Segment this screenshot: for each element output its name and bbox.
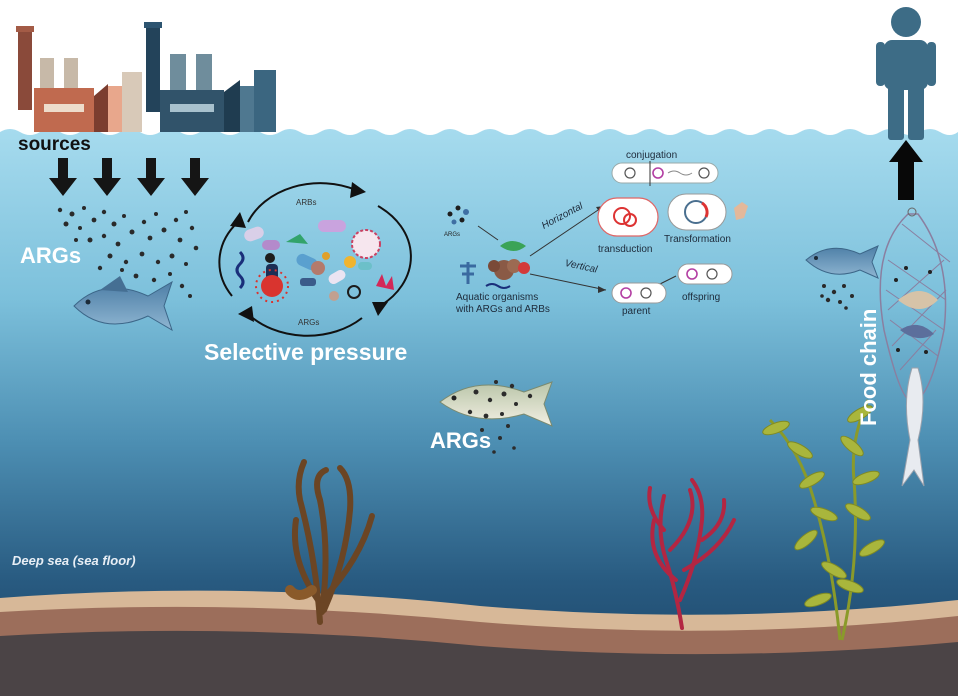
fish-icon — [805, 245, 879, 279]
seafloor — [0, 630, 958, 696]
transduction-icon — [597, 197, 659, 237]
selective-pressure-cycle — [218, 182, 412, 337]
factory-icon — [16, 22, 276, 132]
args-cycle-label: ARGs — [298, 318, 320, 327]
deep-sea-label: Deep sea (sea floor) — [12, 553, 136, 568]
fish-icon — [439, 381, 553, 427]
sources-label: sources — [18, 134, 91, 155]
args-label-center: ARGs — [430, 428, 492, 453]
transformation-icon — [667, 193, 748, 231]
arbs-label: ARBs — [296, 198, 317, 207]
parent-label: parent — [622, 306, 651, 317]
selective-pressure-label: Selective pressure — [204, 339, 408, 365]
arrow-up-icon — [889, 140, 923, 200]
seaweed-icon — [285, 459, 375, 625]
organisms-label-line2: with ARGs and ARBs — [456, 304, 550, 315]
food-chain-label: Food chain — [856, 308, 881, 426]
transduction-label: transduction — [598, 244, 653, 255]
bacteria-icon — [460, 259, 530, 289]
fish-icon — [73, 276, 173, 332]
gene-transfer-panel — [447, 161, 748, 304]
plasmid-icon — [611, 161, 719, 186]
args-particles-left — [57, 206, 199, 298]
args-tiny-label: ARGs — [444, 232, 461, 238]
seaweed-icon — [647, 478, 736, 630]
conjugation-label: conjugation — [626, 150, 678, 161]
fish-icon — [901, 367, 925, 487]
args-label-left: ARGs — [20, 243, 82, 268]
seaweed-icon — [762, 399, 885, 641]
args-particles-right — [820, 284, 854, 310]
human-icon — [876, 7, 936, 140]
offspring-icon — [611, 263, 733, 304]
transformation-label: Transformation — [664, 234, 731, 245]
organisms-label: Aquatic organisms — [456, 292, 539, 303]
args-cluster-icon — [447, 205, 469, 225]
args-particles-center — [467, 380, 533, 454]
offspring-label: offspring — [682, 292, 721, 303]
arrow-down-icon — [49, 158, 209, 196]
